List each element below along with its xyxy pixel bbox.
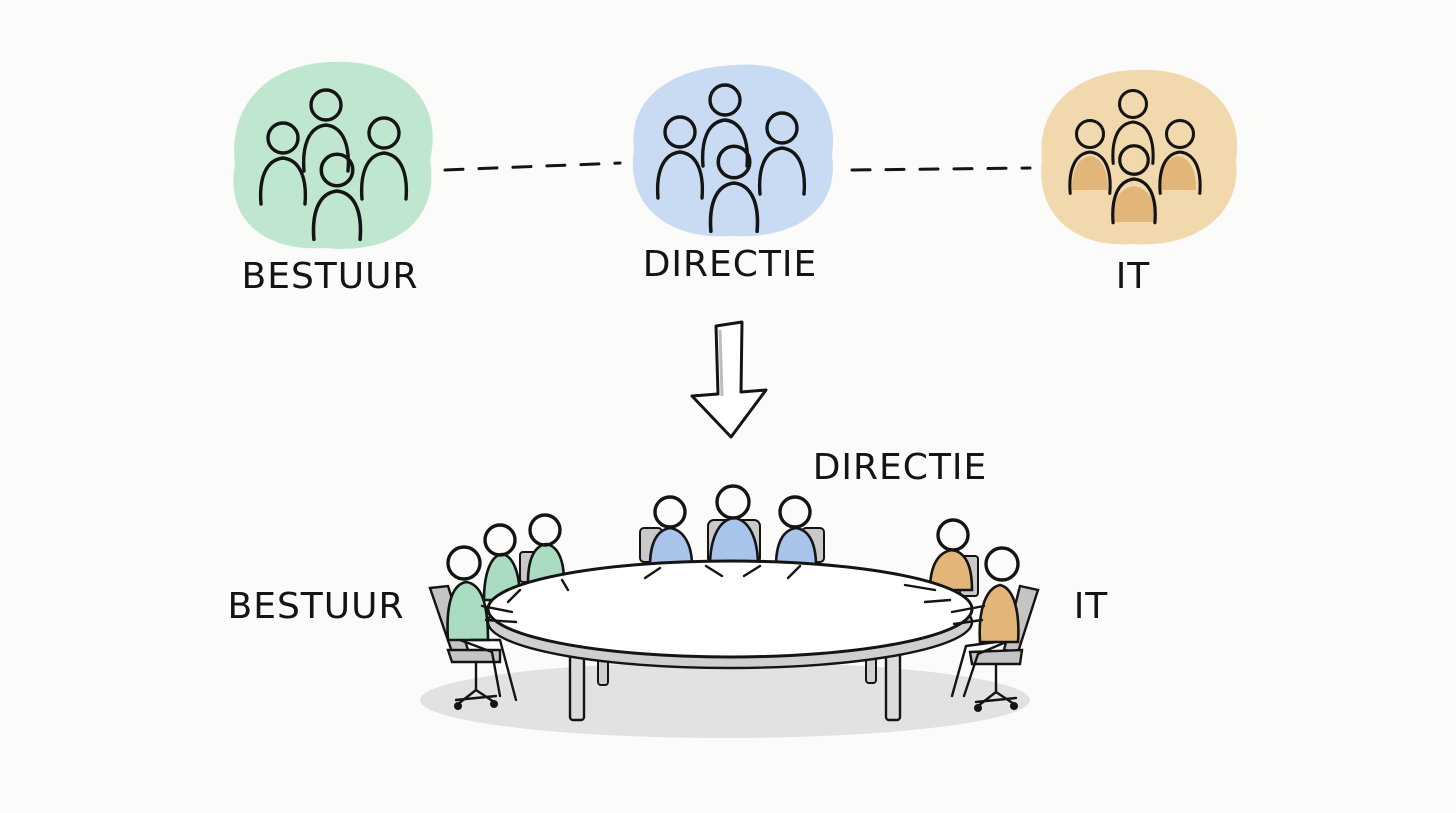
- connector-directie-it: [850, 166, 1032, 172]
- group-directie: DIRECTIE: [632, 64, 834, 285]
- bestuur-label: BESTUUR: [242, 256, 419, 297]
- table-label-it: IT: [1074, 586, 1109, 627]
- directie-seated-figures: [639, 484, 825, 568]
- directie-label: DIRECTIE: [643, 244, 818, 285]
- floor-shadow: [420, 662, 1030, 738]
- group-it: IT: [1041, 69, 1238, 297]
- bestuur-back-figures: [482, 513, 566, 602]
- round-table: [486, 559, 974, 670]
- group-bestuur: BESTUUR: [233, 61, 433, 297]
- table-label-directie: DIRECTIE: [813, 447, 988, 488]
- directie-blob: [632, 64, 834, 237]
- it-blob: [1041, 69, 1238, 245]
- down-arrow-icon: [690, 320, 768, 439]
- bestuur-front-figure: [428, 545, 518, 710]
- connector-bestuur-directie: [443, 161, 622, 172]
- it-label: IT: [1116, 256, 1151, 297]
- it-people-icon: [1068, 88, 1202, 225]
- table-label-bestuur: BESTUUR: [228, 586, 405, 627]
- meeting-scene: DIRECTIE BESTUUR IT: [228, 447, 1109, 738]
- it-front-figure: [950, 546, 1040, 712]
- it-back-figure: [928, 518, 979, 597]
